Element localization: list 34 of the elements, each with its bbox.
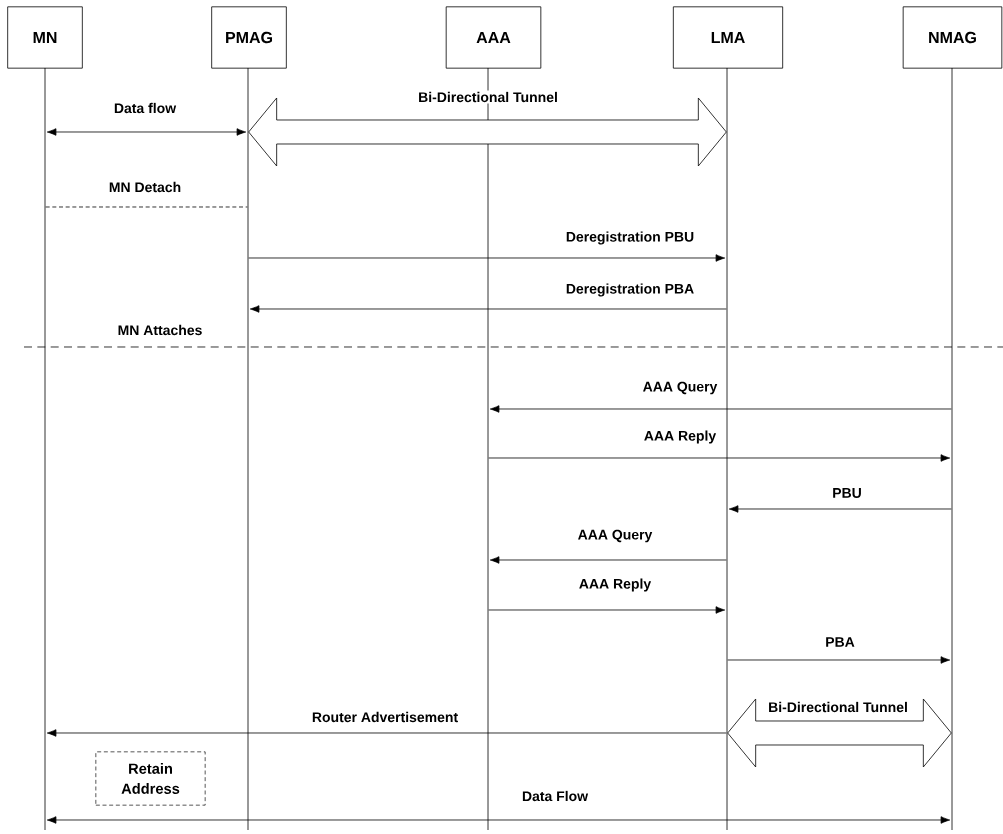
participant-box: MN bbox=[7, 6, 83, 69]
message-arrow bbox=[46, 128, 247, 136]
message-arrow bbox=[488, 454, 951, 462]
participant-box: PMAG bbox=[211, 6, 287, 69]
edge-label: MN Detach bbox=[107, 180, 183, 194]
edge-label: Data Flow bbox=[520, 789, 590, 803]
edge-label: PBU bbox=[830, 486, 864, 500]
edge-label: Deregistration PBU bbox=[564, 230, 696, 246]
message-arrow bbox=[248, 254, 726, 262]
note-box: Retain Address bbox=[95, 751, 206, 806]
tunnel-arrow bbox=[248, 97, 727, 167]
message-arrow bbox=[728, 505, 952, 513]
edge-label: AAA Reply bbox=[642, 429, 718, 445]
edge-label: AAA Query bbox=[641, 380, 719, 396]
participant-box: LMA bbox=[672, 6, 784, 69]
message-arrow bbox=[46, 729, 727, 737]
message-arrow bbox=[489, 405, 952, 413]
edge-label: Deregistration PBA bbox=[564, 282, 696, 298]
edge-label: Router Advertisement bbox=[310, 710, 460, 724]
edge-label: Bi-Directional Tunnel bbox=[416, 90, 560, 104]
message-arrow bbox=[489, 556, 727, 564]
message-arrow bbox=[46, 816, 951, 824]
message-arrow bbox=[488, 606, 726, 614]
edge-label: Data flow bbox=[112, 101, 178, 115]
edge-label: PBA bbox=[823, 635, 857, 649]
edge-label: AAA Reply bbox=[577, 577, 653, 593]
participant-box: NMAG bbox=[902, 6, 1003, 69]
phase-label: MN Attaches bbox=[116, 323, 204, 337]
edge-label: AAA Query bbox=[576, 528, 654, 544]
tunnel-arrow bbox=[727, 698, 952, 768]
edge-label: Bi-Directional Tunnel bbox=[766, 700, 910, 714]
message-arrow bbox=[249, 305, 727, 313]
participant-box: AAA bbox=[445, 6, 542, 69]
message-arrow bbox=[727, 656, 951, 664]
